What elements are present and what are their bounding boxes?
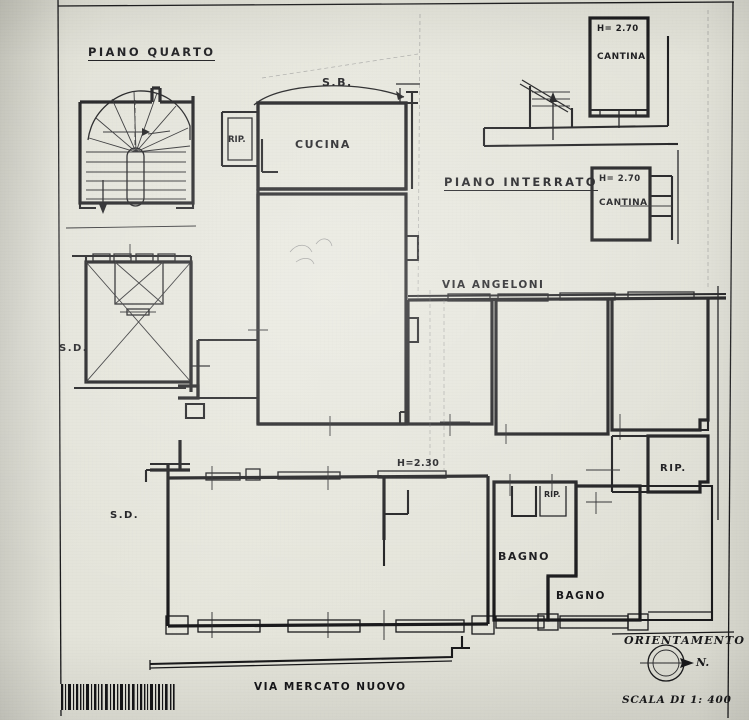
courtyard-lightwell <box>72 244 200 400</box>
room-label-bagno-1: BAGNO <box>498 550 550 563</box>
compass-rose-icon <box>640 644 694 682</box>
street-label-via-mercato-nuovo: VIA MERCATO NUOVO <box>254 681 407 693</box>
street-label-via-angeloni: VIA ANGELONI <box>442 279 545 291</box>
central-main-room <box>184 192 420 436</box>
legend-orientamento-label: ORIENTAMENTO <box>624 634 746 647</box>
bagno-rooms <box>492 474 714 631</box>
rip-right-room <box>586 434 710 494</box>
page-title-piano-interrato: PIANO INTERRATO <box>444 175 598 191</box>
height-label-cantina-upper: H= 2.70 <box>597 24 639 34</box>
piano-interrato-block <box>482 16 679 244</box>
height-label-cantina-lower: H= 2.70 <box>599 174 641 184</box>
cucina-block <box>220 83 420 240</box>
room-label-rip-right: RIP. <box>660 463 687 474</box>
room-label-cucina: CUCINA <box>295 138 351 151</box>
legend-box <box>611 631 735 682</box>
page-border <box>57 0 735 719</box>
legend-scale-label: SCALA DI 1: 400 <box>622 694 732 706</box>
via-mercato-nuovo-wall <box>149 636 470 670</box>
room-label-bagno-2: BAGNO <box>556 590 606 602</box>
room-label-cantina-lower: CANTINA <box>599 198 648 208</box>
stair-direction-arrow-icon <box>99 128 171 214</box>
page-title-piano-quarto: PIANO QUARTO <box>88 45 216 61</box>
annotation-sb-top: S.B. <box>322 76 353 89</box>
legend-north-marker: N. <box>696 656 710 669</box>
annotation-sd-lower: S.D. <box>110 510 140 521</box>
via-angeloni-rooms <box>398 286 727 520</box>
lower-large-room <box>144 440 495 640</box>
annotation-sd-upper: S.D. <box>59 343 89 354</box>
barcode-icon <box>60 684 175 710</box>
staircase-block <box>65 86 197 229</box>
room-label-rip-kitchen: RIP. <box>228 135 246 145</box>
room-label-cantina-upper: CANTINA <box>597 52 646 62</box>
construction-lines <box>261 10 709 470</box>
height-label-main-floor: H=2.30 <box>397 458 440 469</box>
room-label-rip-small: RIP. <box>544 490 561 499</box>
